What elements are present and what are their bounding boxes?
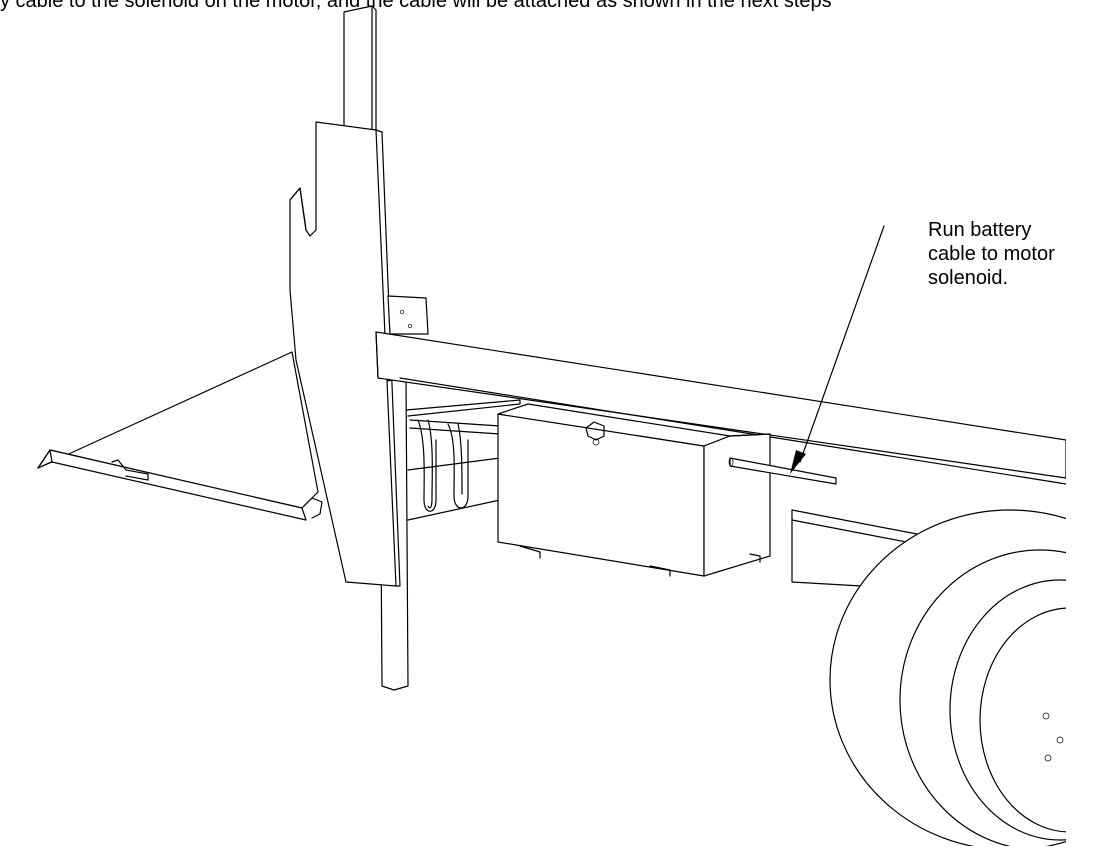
motor-solenoid-rod xyxy=(728,457,837,485)
loading-ramp xyxy=(37,351,323,521)
upright-plate xyxy=(289,121,401,587)
battery-cables xyxy=(409,419,501,512)
callout-label: Run battery cable to motor solenoid. xyxy=(928,218,1096,290)
callout-line-2: cable to motor xyxy=(928,243,1055,265)
callout-line-3: solenoid. xyxy=(928,267,1009,289)
instruction-text-fragment: y cable to the solenoid on the motor, an… xyxy=(0,0,832,12)
callout-line-1: Run battery xyxy=(928,219,1032,241)
mounting-plate xyxy=(387,295,429,335)
callout-arrow xyxy=(790,225,885,474)
battery-box xyxy=(497,403,771,577)
